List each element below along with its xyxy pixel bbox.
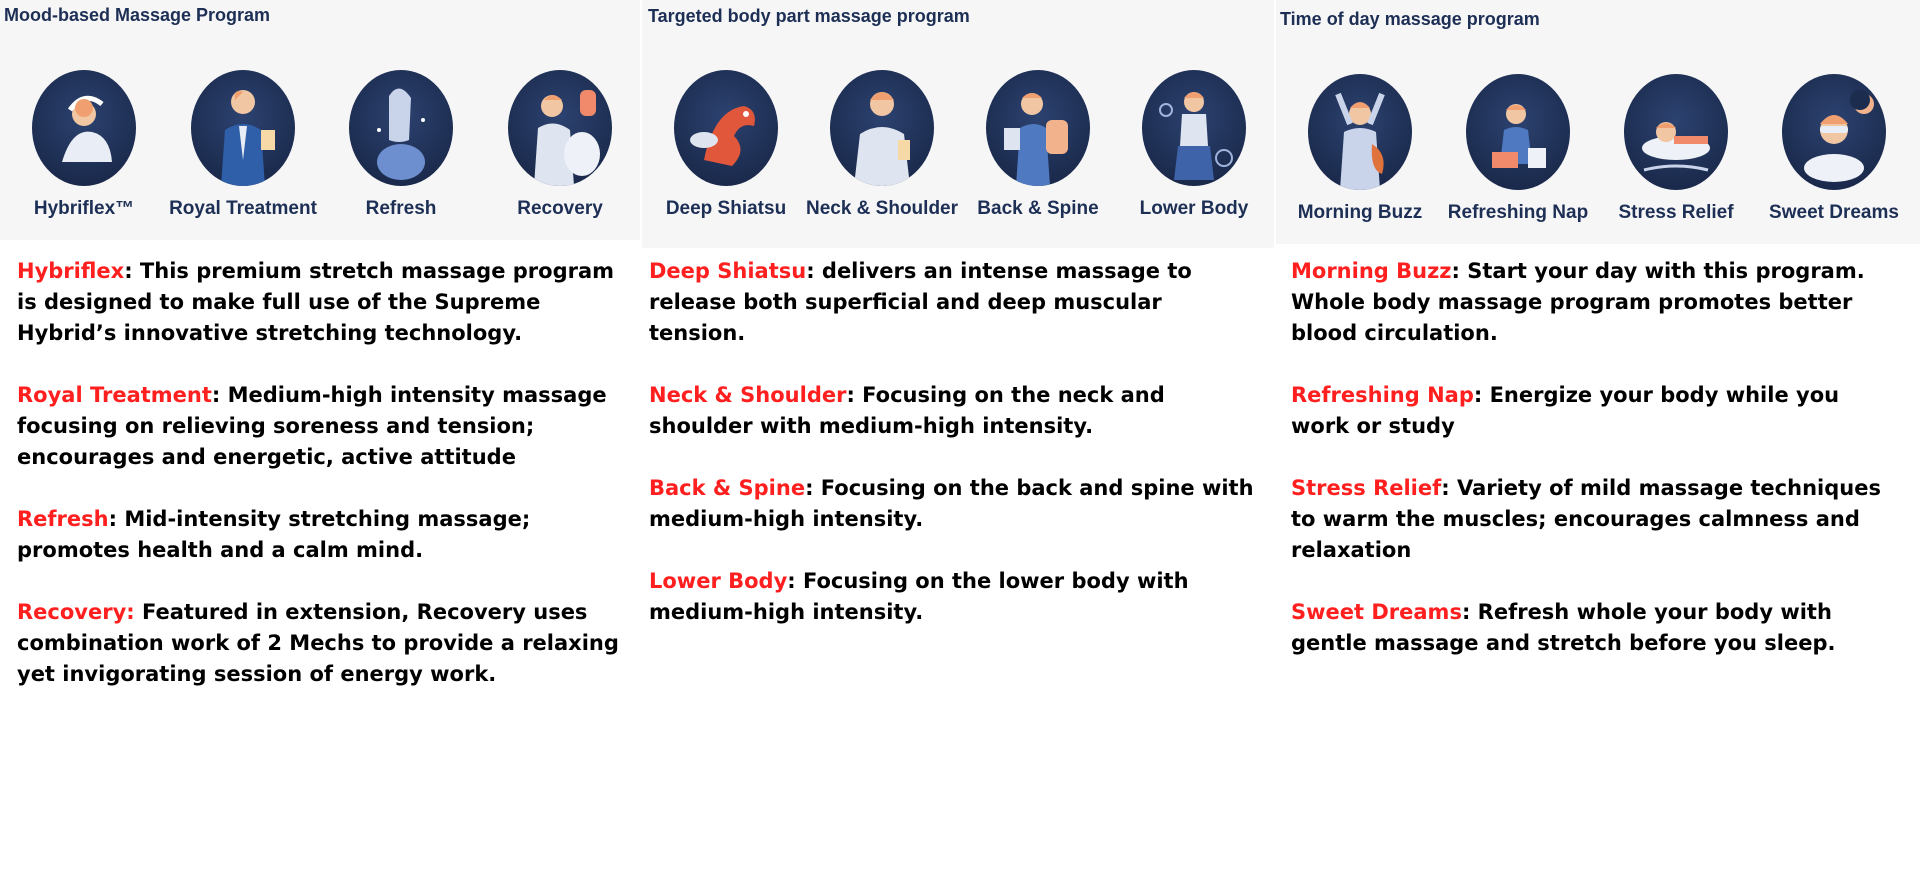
- man-relaxing-icon: [508, 70, 612, 186]
- program-recovery[interactable]: Recovery: [480, 70, 640, 220]
- description-refreshing-nap: Refreshing Nap: Energize your body while…: [1291, 380, 1901, 442]
- program-label: Refresh: [365, 198, 437, 219]
- program-description-text: : Energize your body while you work or s…: [1291, 383, 1840, 438]
- lower-body-person-icon: [1142, 70, 1246, 186]
- businessman-icon: [191, 70, 295, 186]
- time-of-day-program-panel: Time of day massage program Morning Buzz…: [1276, 0, 1920, 244]
- morning-stretch-icon: [1308, 74, 1412, 190]
- dragon-icon: [674, 70, 778, 186]
- description-royal-treatment: Royal Treatment: Medium-high intensity m…: [17, 380, 627, 473]
- description-recovery: Recovery: Featured in extension, Recover…: [17, 597, 627, 690]
- program-label: Sweet Dreams: [1769, 202, 1899, 223]
- description-neck-shoulder: Neck & Shoulder: Focusing on the neck an…: [649, 380, 1261, 442]
- panel-title-mood: Mood-based Massage Program: [4, 5, 271, 25]
- backpack-person-icon: [986, 70, 1090, 186]
- program-name: Lower Body: [649, 569, 788, 593]
- program-description-text: Featured in extension, Recovery uses com…: [17, 600, 619, 686]
- program-description-text: : Focusing on the neck and shoulder with…: [649, 383, 1165, 438]
- panel-title-body-part: Targeted body part massage program: [648, 6, 970, 26]
- program-hybriflex[interactable]: Hybriflex™: [4, 70, 164, 220]
- body-part-program-panel: Targeted body part massage program Deep …: [642, 0, 1274, 248]
- program-label: Refreshing Nap: [1447, 202, 1589, 223]
- neck-shoulder-icon: [830, 70, 934, 186]
- program-refreshing-nap[interactable]: Refreshing Nap: [1438, 74, 1598, 224]
- description-back-spine: Back & Spine: Focusing on the back and s…: [649, 473, 1261, 535]
- program-royal-treatment[interactable]: Royal Treatment: [163, 70, 323, 220]
- program-label: Back & Spine: [977, 198, 1099, 219]
- program-name: Deep Shiatsu: [649, 259, 807, 283]
- mood-program-descriptions: Hybriflex: This premium stretch massage …: [17, 256, 627, 721]
- nap-desk-icon: [1466, 74, 1570, 190]
- program-deep-shiatsu[interactable]: Deep Shiatsu: [646, 70, 806, 220]
- program-label: Deep Shiatsu: [665, 198, 787, 219]
- program-description-text: : Start your day with this program. Whol…: [1291, 259, 1865, 345]
- program-description-text: : Medium-high intensity massage focusing…: [17, 383, 607, 469]
- program-description-text: : Refresh whole your body with gentle ma…: [1291, 600, 1836, 655]
- panel-title-time-of-day: Time of day massage program: [1280, 9, 1540, 29]
- program-name: Recovery:: [17, 600, 135, 624]
- program-name: Neck & Shoulder: [649, 383, 847, 407]
- mood-program-panel: Mood-based Massage Program Hybriflex™ Ro…: [0, 0, 640, 240]
- program-label: Neck & Shoulder: [805, 198, 959, 219]
- description-lower-body: Lower Body: Focusing on the lower body w…: [649, 566, 1261, 628]
- program-name: Morning Buzz: [1291, 259, 1452, 283]
- woman-meditating-icon: [349, 70, 453, 186]
- program-description-text: : Focusing on the back and spine with me…: [649, 476, 1254, 531]
- program-sweet-dreams[interactable]: Sweet Dreams: [1754, 74, 1914, 224]
- program-name: Refresh: [17, 507, 109, 531]
- program-lower-body[interactable]: Lower Body: [1114, 70, 1274, 220]
- description-sweet-dreams: Sweet Dreams: Refresh whole your body wi…: [1291, 597, 1901, 659]
- program-neck-shoulder[interactable]: Neck & Shoulder: [802, 70, 962, 220]
- program-name: Back & Spine: [649, 476, 806, 500]
- program-refresh[interactable]: Refresh: [321, 70, 481, 220]
- stretch-person-icon: [32, 70, 136, 186]
- program-stress-relief[interactable]: Stress Relief: [1596, 74, 1756, 224]
- program-name: Hybriflex: [17, 259, 125, 283]
- time-of-day-program-descriptions: Morning Buzz: Start your day with this p…: [1291, 256, 1901, 690]
- sleeping-person-icon: [1624, 74, 1728, 190]
- program-name: Stress Relief: [1291, 476, 1442, 500]
- description-hybriflex: Hybriflex: This premium stretch massage …: [17, 256, 627, 349]
- program-description-text: : Focusing on the lower body with medium…: [649, 569, 1189, 624]
- program-back-spine[interactable]: Back & Spine: [958, 70, 1118, 220]
- program-label: Recovery: [517, 198, 603, 219]
- program-label: Stress Relief: [1618, 202, 1734, 223]
- program-label: Lower Body: [1139, 198, 1249, 219]
- sleep-mask-icon: [1782, 74, 1886, 190]
- description-refresh: Refresh: Mid-intensity stretching massag…: [17, 504, 627, 566]
- program-morning-buzz[interactable]: Morning Buzz: [1280, 74, 1440, 224]
- program-description-text: : delivers an intense massage to release…: [649, 259, 1192, 345]
- program-name: Refreshing Nap: [1291, 383, 1474, 407]
- program-label: Royal Treatment: [169, 198, 317, 219]
- program-label: Morning Buzz: [1297, 202, 1423, 223]
- description-morning-buzz: Morning Buzz: Start your day with this p…: [1291, 256, 1901, 349]
- program-description-text: : This premium stretch massage program i…: [17, 259, 615, 345]
- program-description-text: : Variety of mild massage techniques to …: [1291, 476, 1881, 562]
- description-deep-shiatsu: Deep Shiatsu: delivers an intense massag…: [649, 256, 1261, 349]
- description-stress-relief: Stress Relief: Variety of mild massage t…: [1291, 473, 1901, 566]
- program-name: Royal Treatment: [17, 383, 212, 407]
- program-description-text: : Mid-intensity stretching massage; prom…: [17, 507, 531, 562]
- program-name: Sweet Dreams: [1291, 600, 1462, 624]
- program-label: Hybriflex™: [33, 198, 135, 219]
- body-part-program-descriptions: Deep Shiatsu: delivers an intense massag…: [649, 256, 1261, 659]
